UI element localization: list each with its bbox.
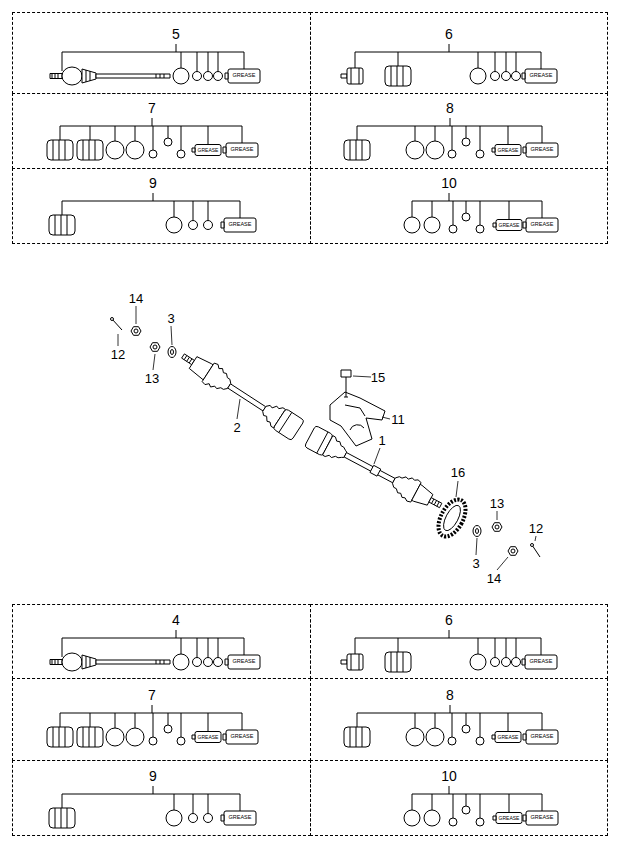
kit-tree: [47, 118, 258, 160]
kit-tree: [50, 630, 260, 671]
callout-number: 10: [441, 769, 457, 783]
grease-label: GREASE: [498, 148, 519, 153]
grease-label: GREASE: [229, 815, 252, 821]
callout-number: 13: [145, 372, 159, 385]
callout-number: 8: [446, 101, 454, 115]
grease-label: GREASE: [229, 222, 252, 228]
kit-cell: 7: [12, 93, 311, 169]
kit-tree: [341, 44, 557, 86]
callout-number: 8: [446, 688, 454, 702]
callout-number: 14: [487, 572, 501, 585]
grease-label: GREASE: [498, 735, 519, 740]
callout-number: 3: [167, 312, 174, 325]
drive-shaft: [304, 425, 446, 516]
kit-tree: [404, 193, 558, 233]
kit-cell: 4: [12, 604, 311, 679]
callout-number: 4: [172, 613, 180, 627]
grease-label: GREASE: [499, 223, 520, 228]
kit-cell: 10: [310, 760, 608, 836]
callout-number: 12: [111, 348, 125, 361]
grease-label: GREASE: [531, 222, 554, 228]
callout-number: 2: [233, 421, 240, 434]
kit-cell: 8: [310, 93, 608, 169]
callout-number: 15: [371, 371, 385, 384]
kit-tree: [344, 705, 558, 747]
kit-cell: 9: [12, 168, 311, 244]
kit-cell: 9: [12, 760, 311, 836]
grease-label: GREASE: [233, 73, 256, 79]
kit-tree: [341, 630, 557, 672]
leader-line: [118, 306, 536, 570]
bearing-bracket: [330, 392, 385, 446]
kit-tree: [344, 118, 558, 160]
callout-number: 7: [148, 101, 156, 115]
grease-label: GREASE: [231, 734, 254, 740]
callout-number: 6: [445, 613, 453, 627]
callout-number: 9: [149, 176, 157, 190]
callout-number: 12: [529, 522, 543, 535]
kit-cell: 10: [310, 168, 608, 244]
bolt: [341, 370, 351, 397]
callout-number: 14: [129, 292, 143, 305]
kit-cell: 6: [310, 604, 608, 679]
grease-label: GREASE: [531, 147, 554, 153]
kit-tree: [404, 786, 558, 826]
kit-tree: [47, 705, 258, 747]
kit-cell: 5: [12, 12, 311, 94]
callout-number: 11: [391, 413, 405, 426]
grease-label: GREASE: [531, 734, 554, 740]
kit-tree: [50, 44, 260, 85]
tone-ring: [433, 495, 471, 541]
callout-number: 7: [148, 688, 156, 702]
callout-number: 6: [445, 27, 453, 41]
callout-number: 13: [490, 497, 504, 510]
callout-number: 9: [149, 769, 157, 783]
grease-label: GREASE: [198, 735, 219, 740]
kit-cell: 7: [12, 678, 311, 761]
callout-number: 10: [441, 176, 457, 190]
kit-cell: 8: [310, 678, 608, 761]
grease-label: GREASE: [531, 815, 554, 821]
grease-label: GREASE: [530, 659, 553, 665]
callout-number: 1: [378, 434, 385, 447]
kit-tree: [49, 193, 256, 235]
callout-number: 5: [172, 27, 180, 41]
grease-label: GREASE: [233, 659, 256, 665]
grease-label: GREASE: [198, 148, 219, 153]
kit-cell: 6: [310, 12, 608, 94]
grease-label: GREASE: [499, 816, 520, 821]
grease-label: GREASE: [231, 147, 254, 153]
callout-number: 16: [451, 466, 465, 479]
grease-label: GREASE: [530, 73, 553, 79]
drive-shaft: [176, 346, 304, 441]
bracket-detail: [345, 405, 365, 430]
callout-number: 3: [472, 557, 479, 570]
kit-tree: [49, 786, 256, 828]
